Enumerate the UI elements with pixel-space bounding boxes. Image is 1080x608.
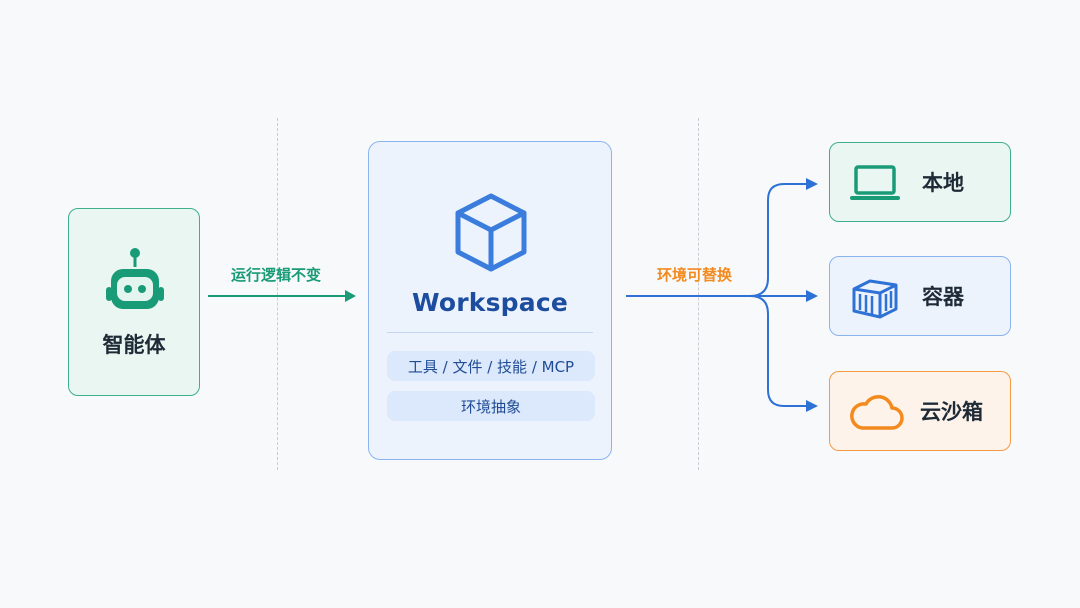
target-cloud-label: 云沙箱 — [920, 400, 983, 424]
branch-to-cloud — [749, 295, 808, 407]
divider-left — [277, 118, 278, 470]
left-edge-label: 运行逻辑不变 — [231, 266, 322, 284]
agent-card: 智能体 — [68, 208, 200, 396]
arrowhead-container — [806, 290, 818, 302]
target-container-label: 容器 — [922, 285, 964, 309]
target-cloud-sandbox: 云沙箱 — [829, 371, 1011, 451]
arrowhead-local — [806, 178, 818, 190]
branch-to-local — [749, 183, 808, 297]
abstraction-pill: 环境抽象 — [387, 391, 595, 421]
cube-icon — [455, 193, 527, 272]
agent-label: 智能体 — [102, 333, 166, 357]
workspace-title: Workspace — [411, 288, 569, 317]
cloud-icon — [850, 395, 904, 430]
target-local: 本地 — [829, 142, 1011, 222]
divider-right — [698, 118, 699, 470]
branch-arrows — [626, 178, 818, 412]
target-container: 容器 — [829, 256, 1011, 336]
laptop-icon — [850, 165, 900, 200]
arrowhead-cloud — [806, 400, 818, 412]
workspace-card: Workspace 工具 / 文件 / 技能 / MCP 环境抽象 — [368, 141, 612, 460]
capabilities-pill: 工具 / 文件 / 技能 / MCP — [387, 351, 595, 381]
right-edge-label: 环境可替换 — [657, 266, 733, 284]
robot-icon — [106, 248, 164, 309]
workspace-divider — [387, 332, 593, 333]
left-arrow — [208, 290, 356, 302]
target-local-label: 本地 — [922, 171, 964, 195]
container-icon — [852, 279, 898, 319]
